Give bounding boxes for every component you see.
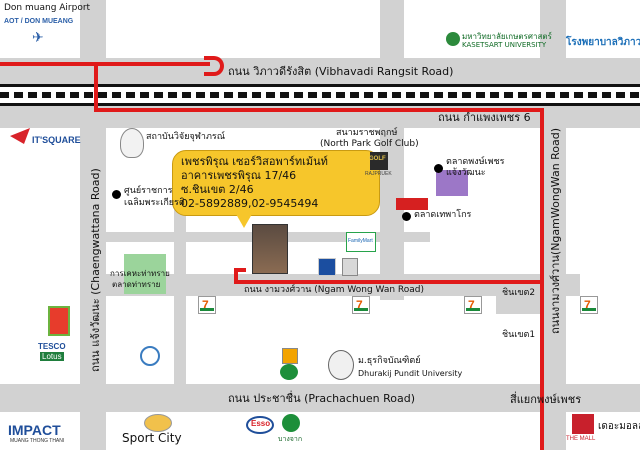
route-line [94,62,98,112]
government-logo-icon [140,346,160,366]
shop-icon [318,258,336,276]
impact-logo: IMPACT [8,422,61,438]
kasetsart-logo-icon [446,32,460,46]
vertical-road-center [380,0,404,300]
u-turn-icon [204,56,224,76]
golf-en-label: (North Park Golf Club) [320,139,419,149]
seven-eleven-icon: 7 [352,296,370,314]
callout-soi: ซ.ชินเขต 2/46 [181,183,254,196]
chulabhorn-icon [120,128,144,158]
government-center-label-1: ศูนย์ราชการ [124,186,173,196]
airport-label: Don muang Airport [4,3,91,13]
callout-pointer [236,214,252,228]
familymart-label: FamilyMart [348,238,373,244]
purple-area [436,170,468,196]
callout-name: เพชรพิรุณ เซอร์วิสอพาร์ทเม้นท์ [181,155,328,168]
chulabhorn-label: สถาบันวิจัยจุฬาภรณ์ [146,132,226,142]
dhurakij-en-label: Dhurakij Pundit University [358,369,463,378]
sport-city-icon [144,414,172,432]
chinket1-label: ชินเขต1 [502,330,536,340]
kasetsart-tai-dot-icon [402,212,411,221]
kamphaeng-label: ถนน กำแพงเพชร 6 [438,111,531,124]
golf-th-label: สนามราชพฤกษ์ [336,128,398,138]
aot-logo: AOT / DON MUEANG [4,18,74,25]
esso-label: Esso [251,419,271,428]
shop-icon-2 [342,258,358,276]
seven-eleven-icon: 7 [580,296,598,314]
kasetsart-tai-label: ตลาดเทพาโกร [414,210,472,220]
address-callout: เพชรพิรุณ เซอร์วิสอพาร์ทเม้นท์ อาคารเพชร… [172,150,380,216]
route-line [94,108,544,112]
dhurakij-th-label: ม.ธุรกิจบัณฑิตย์ [358,356,421,366]
golf-logo-sub: RAJPRUEK [365,171,392,177]
golf-logo-label: GOLF [369,156,386,162]
lotus-label: Lotus [40,352,64,361]
store-icon [48,306,70,336]
chinket2-label: ชินเขต2 [502,288,536,298]
kasetsart-en-label: KASETSART UNIVERSITY [462,41,547,49]
airplane-icon: ✈ [32,30,44,46]
red-block [396,198,428,210]
it-square-icon [10,128,30,144]
dhurakij-logo-icon [328,350,354,380]
ngamwongwan-right-label: ถนนงามวงศ์วาน(NgamWongWan Road) [549,127,562,334]
route-line [234,270,238,284]
seven-eleven-icon: 7 [464,296,482,314]
ngam-wong-wan-label: ถนน งามวงศ์วาน (Ngam Wong Wan Road) [244,285,425,295]
market-label: ตลาดพงษ์เพชร [446,157,505,167]
market-dot-icon [434,164,443,173]
tesco-label: TESCO [38,342,66,351]
impact-sub: MUANG THONG THANI [10,438,65,444]
vibhavadi-label: ถนน วิภาวดีรังสิต (Vibhavadi Rangsit Roa… [228,65,454,78]
vertical-road-left [80,0,106,450]
route-line [540,108,544,450]
green-label-2: ตลาดท่าทราย [112,280,161,289]
intersection-label: สี่แยกพงษ์เพชร [510,393,582,406]
familymart-icon [346,232,376,252]
bangchak-bottom-icon [282,414,300,432]
sport-city-label: Sport City [122,431,182,445]
government-center-label-2: เฉลิมพระเกียรติ [124,198,185,208]
callout-building: อาคารเพชรพิรุณ 17/46 [181,169,297,182]
green-label-1: การเคหะท่าทราย [110,269,170,278]
railway [0,84,640,106]
bangchak-label: บางจาก [278,436,303,443]
prachachuen-road [0,384,640,412]
green-area [124,254,166,294]
prachachuen-label: ถนน ประชาชื่น (Prachachuen Road) [228,392,415,405]
chaengwattana-label: ถนน แจ้งวัฒนะ (Chaengwattana Road) [89,168,102,372]
the-mall-th-label: เดอะมอลล์งามวงศ์วาน [598,421,640,432]
bank-icon [282,348,298,364]
vertical-road-mid [174,210,186,400]
vertical-road-right [540,0,566,450]
route-line [234,268,246,272]
government-center-dot-icon [112,190,121,199]
the-mall-logo-icon [572,414,594,434]
it-square-label: IT'SQUARE [32,135,81,145]
esso-logo-icon [246,416,274,434]
seven-eleven-icon: 7 [198,296,216,314]
golf-logo-icon [370,152,388,170]
building-photo[interactable] [252,224,288,274]
route-line [234,280,544,284]
market2-label: แจ้งวัฒนะ [446,168,486,178]
the-mall-label: THE MALL [566,436,596,442]
ngam-wong-wan-road [100,274,580,296]
bangchak-logo-icon [280,364,298,380]
callout-phone: 02-5892889,02-9545494 [181,197,319,210]
route-line [0,62,210,66]
hospital-label: โรงพยาบาลวิภาวดี [566,37,640,48]
kasetsart-label: มหาวิทยาลัยเกษตรศาสตร์ [462,32,552,41]
